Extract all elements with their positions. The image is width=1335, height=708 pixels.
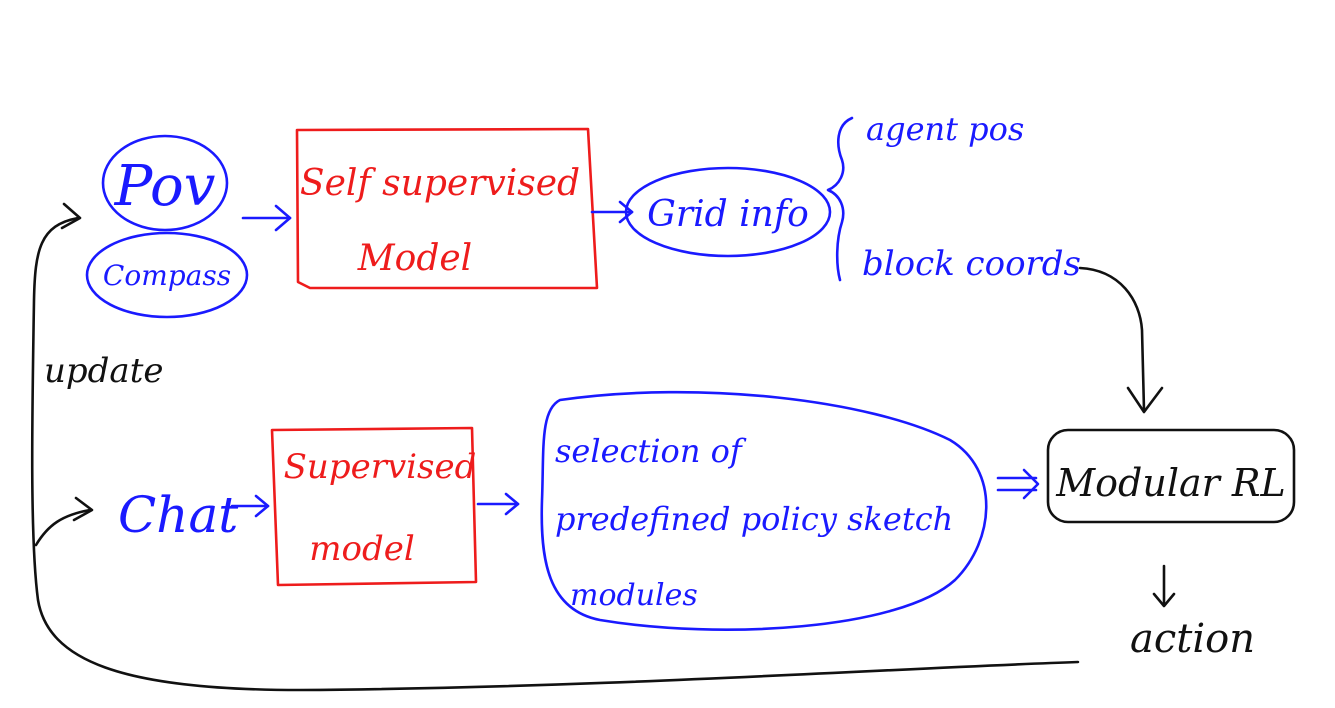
grid-info-brace bbox=[826, 116, 854, 282]
arrow-modular-rl-to-action bbox=[1152, 564, 1176, 608]
supervised-model-line1: Supervised bbox=[284, 447, 477, 487]
modular-rl-label: Modular RL bbox=[1055, 461, 1285, 505]
block-coords-label: block coords bbox=[862, 244, 1081, 284]
selection-modules-line3: modules bbox=[570, 578, 698, 613]
update-feedback-loop bbox=[30, 202, 1080, 692]
arrow-chat-to-supervised bbox=[230, 494, 270, 518]
arrow-input-to-self-supervised bbox=[241, 204, 292, 232]
self-supervised-model-line1: Self supervised bbox=[300, 163, 580, 204]
compass-label: Compass bbox=[103, 259, 231, 292]
selection-modules-line2: predefined policy sketch bbox=[555, 500, 953, 538]
update-label: update bbox=[44, 351, 163, 391]
arrow-supervised-to-selection bbox=[476, 492, 520, 516]
supervised-model-line2: model bbox=[309, 529, 414, 569]
modular-rl-node: Modular RL bbox=[1046, 428, 1296, 524]
arrow-block-coords-to-modular-rl bbox=[1078, 266, 1164, 414]
self-supervised-model-node: Self supervised Model bbox=[295, 127, 599, 290]
agent-pos-label: agent pos bbox=[866, 110, 1024, 148]
pov-node: Pov bbox=[101, 134, 229, 232]
action-label: action bbox=[1130, 616, 1255, 662]
grid-info-label: Grid info bbox=[647, 194, 809, 235]
chat-label: Chat bbox=[118, 486, 239, 544]
pov-label: Pov bbox=[114, 154, 216, 219]
supervised-model-node: Supervised model bbox=[270, 426, 478, 587]
selection-modules-node: selection of predefined policy sketch mo… bbox=[540, 390, 988, 631]
self-supervised-model-line2: Model bbox=[357, 238, 472, 279]
arrow-selection-to-modular-rl bbox=[996, 468, 1040, 500]
selection-modules-line1: selection of bbox=[555, 432, 747, 470]
grid-info-node: Grid info bbox=[624, 166, 832, 258]
compass-node: Compass bbox=[85, 231, 249, 319]
